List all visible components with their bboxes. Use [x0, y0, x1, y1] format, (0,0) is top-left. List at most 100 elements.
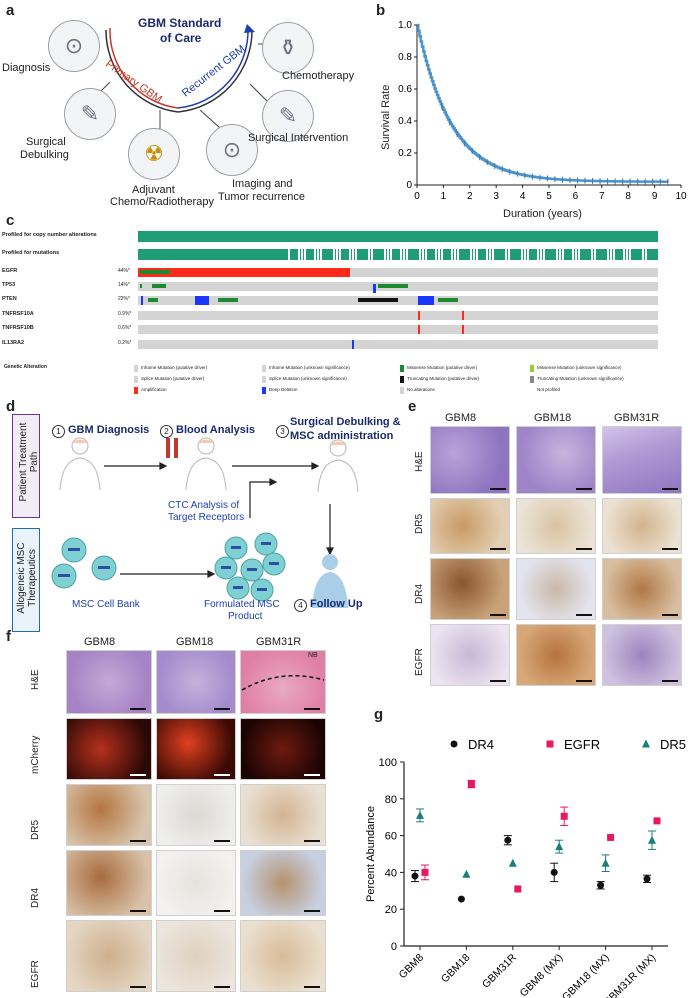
egfr-missense	[140, 270, 170, 274]
survival-y-tick-label: 0.2	[398, 148, 412, 159]
scalpel-icon-2: ✎	[262, 90, 314, 142]
f-scale-bar	[130, 910, 146, 912]
profiled-mut-bar	[138, 249, 658, 260]
g-point-dr4	[457, 895, 465, 903]
unprofiled-gap	[613, 249, 615, 260]
radiation-icon: ☢	[128, 128, 180, 180]
unprofiled-gap	[406, 249, 408, 260]
panel-a-center-title-1: GBM Standard	[138, 16, 222, 30]
e-scale-bar	[662, 488, 678, 490]
e-egfr-gbm8	[430, 624, 510, 686]
panel-a-letter: a	[6, 2, 15, 19]
unprofiled-gap	[352, 249, 354, 260]
unprofiled-gap	[457, 249, 459, 260]
legend-swatch	[134, 376, 138, 383]
mri-scanner-icon: ⊙	[48, 20, 100, 72]
survival-y-tick-label: 0.4	[398, 116, 412, 127]
e-he-gbm31r	[602, 426, 682, 494]
nb-boundary-line	[241, 675, 325, 691]
legend-item: Missense Mutation (putative driver)	[407, 365, 478, 370]
step-chemotherapy: Chemotherapy	[282, 70, 355, 82]
step1-label: GBM Diagnosis	[68, 424, 150, 436]
unprofiled-gap	[543, 249, 545, 260]
unprofiled-gap	[435, 249, 437, 260]
unprofiled-gap	[562, 249, 564, 260]
gene-label-pten: PTEN	[2, 296, 17, 302]
g-point-dr5	[462, 869, 471, 878]
survival-y-tick-label: 0.8	[398, 52, 412, 63]
f-scale-bar	[304, 910, 320, 912]
e-dr5-gbm18	[516, 498, 596, 554]
panel-b-letter: b	[376, 2, 386, 19]
g-point-dr5	[648, 835, 656, 844]
survival-y-tick-label: 1.0	[398, 20, 412, 31]
unprofiled-gap	[451, 249, 453, 260]
unprofiled-gap	[537, 249, 539, 260]
unprofiled-gap	[320, 249, 322, 260]
gene-track-pten	[138, 296, 658, 305]
formulated-label-2: Product	[228, 611, 263, 622]
survival-x-tick-label: 4	[520, 191, 526, 202]
g-point-dr4	[411, 872, 419, 880]
panel-f-col-gbm8: GBM8	[84, 636, 116, 648]
unprofiled-gap	[645, 249, 647, 260]
f-scale-bar	[130, 986, 146, 988]
gene-label-tnfrsf10a: TNFRSF10A	[2, 311, 34, 317]
pten-deletion	[141, 296, 143, 305]
panel-e-row-egfr: EGFR	[414, 648, 425, 676]
pten-truncation	[358, 298, 398, 302]
unprofiled-gap	[527, 249, 529, 260]
tp53-mutation	[152, 284, 166, 288]
gene-pct-tnfrsf10a: 0.9%*	[118, 311, 132, 317]
step-debulking: Debulking	[20, 149, 69, 161]
legend-swatch	[400, 376, 404, 383]
survival-x-tick-label: 0	[414, 191, 420, 202]
panel-e-row-he: H&E	[414, 451, 425, 472]
panel-f-col-gbm18: GBM18	[176, 636, 214, 648]
unprofiled-gap	[454, 249, 456, 260]
panel-f-row-dr5: DR5	[30, 819, 41, 840]
unprofiled-gap	[349, 249, 351, 260]
g-point-dr4	[504, 836, 512, 844]
unprofiled-gap	[317, 249, 319, 260]
e-scale-bar	[662, 614, 678, 616]
f-scale-bar	[130, 708, 146, 710]
egfr-amplification-block	[138, 268, 350, 277]
f-egfr-gbm8	[66, 920, 152, 992]
survival-x-tick-label: 6	[573, 191, 579, 202]
gene-label-tnfrsf10b: TNFRSF10B	[2, 325, 34, 331]
e-scale-bar	[576, 614, 592, 616]
unprofiled-gap	[419, 249, 421, 260]
formulated-label-1: Formulated MSC	[204, 599, 280, 610]
unprofiled-gap	[288, 249, 290, 260]
unprofiled-gap	[339, 249, 341, 260]
unprofiled-gap	[492, 249, 494, 260]
unprofiled-gap	[575, 249, 577, 260]
g-x-tick-label: GBM8	[397, 952, 427, 982]
gene-label-egfr: EGFR	[2, 268, 18, 274]
imaging-scanner-icon: ⊙	[206, 124, 258, 176]
step-imaging: Imaging and	[232, 178, 293, 190]
legend-swatch	[530, 376, 534, 383]
panel-f-row-dr4: DR4	[30, 887, 41, 908]
e-scale-bar	[490, 614, 506, 616]
panel-a-center-title-2: of Care	[160, 31, 202, 45]
unprofiled-gap	[524, 249, 526, 260]
unprofiled-gap	[441, 249, 443, 260]
e-scale-bar	[576, 548, 592, 550]
panel-g-letter: g	[374, 706, 384, 723]
g-point-dr5	[555, 842, 564, 851]
f-mcherry-gbm31r	[240, 718, 326, 780]
g-x-tick-label: GBM8 (MX)	[518, 952, 566, 998]
unprofiled-gap	[642, 249, 644, 260]
legend-title: Genetic Alteration	[4, 364, 47, 370]
survival-x-tick-label: 8	[625, 191, 631, 202]
unprofiled-gap	[336, 249, 338, 260]
gene-pct-tp53: 14%*	[118, 282, 130, 288]
profiled-cna-label: Profiled for copy number alterations	[2, 232, 97, 238]
step2-number: 2	[160, 425, 173, 438]
e-dr5-gbm31r	[602, 498, 682, 554]
g-point-egfr	[607, 833, 615, 841]
legend-swatch	[262, 387, 266, 394]
